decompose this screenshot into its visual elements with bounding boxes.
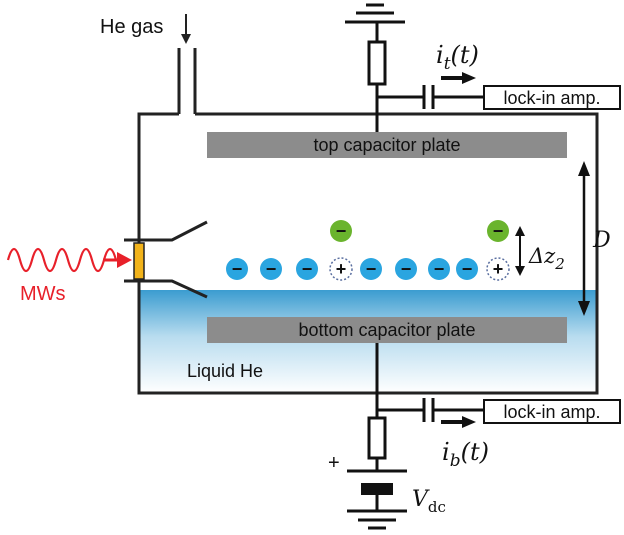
svg-text:−: − — [336, 221, 347, 241]
surface-electron-7: − — [456, 258, 478, 280]
surface-electron-2: − — [296, 258, 318, 280]
svg-text:−: − — [366, 259, 377, 279]
svg-text:−: − — [232, 259, 243, 279]
surface-electron-4: − — [360, 258, 382, 280]
he-gas-label: He gas — [100, 16, 163, 38]
bottom-resistor — [367, 416, 387, 460]
bottom-plate-label: bottom capacitor plate — [298, 320, 475, 340]
delta-z-arrowhead-down — [515, 266, 525, 276]
bottom-capacitor-plate — [207, 317, 567, 343]
svg-text:−: − — [266, 259, 277, 279]
microwave-wave — [6, 247, 118, 273]
top-current-arrowhead — [462, 72, 476, 84]
top-plate-label: top capacitor plate — [313, 135, 460, 155]
top-lockin-box — [483, 85, 621, 110]
top-resistor — [367, 40, 387, 86]
surface-electron-5: − — [395, 258, 417, 280]
microwave-window — [133, 242, 145, 280]
delta-z-arrowhead-up — [515, 226, 525, 236]
distance-arrowhead-up — [578, 161, 590, 176]
vdc-label: Vdc — [412, 487, 446, 516]
svg-text:−: − — [302, 259, 313, 279]
distance-arrowhead-down — [578, 301, 590, 316]
bottom-lockin-label: lock-in amp. — [503, 402, 600, 422]
top-current-label: it(t) — [436, 41, 479, 74]
microwave-arrowhead — [117, 252, 132, 268]
excited-charges: −− — [330, 220, 509, 242]
top-capacitor-plate — [207, 132, 567, 158]
surface-electron-6: − — [428, 258, 450, 280]
svg-text:−: − — [434, 259, 445, 279]
svg-text:−: − — [462, 259, 473, 279]
bottom-current-label: ib(t) — [442, 438, 489, 471]
svg-text:−: − — [401, 259, 412, 279]
svg-text:−: − — [493, 221, 504, 241]
surface-ion-3: + — [329, 257, 353, 281]
svg-text:+: + — [493, 259, 504, 279]
surface-electron-0: − — [226, 258, 248, 280]
surface-charges: −−−+−−−−+ — [226, 257, 510, 281]
top-lockin-label: lock-in amp. — [503, 88, 600, 108]
excited-electron-0: − — [330, 220, 352, 242]
he-gas-arrowhead — [181, 34, 191, 44]
surface-electron-1: − — [260, 258, 282, 280]
cell-wall — [137, 112, 599, 395]
distance-label: D — [592, 228, 611, 253]
delta-z-label: Δz2 — [528, 244, 565, 273]
microwave-horn — [124, 220, 208, 299]
dc-source-short-plate — [361, 483, 393, 495]
mws-label: MWs — [20, 283, 66, 305]
bottom-lockin-box — [483, 399, 621, 424]
bottom-current-arrowhead — [462, 416, 476, 428]
dc-plus-label: + — [328, 452, 340, 474]
svg-text:+: + — [336, 259, 347, 279]
liquid-he-label: Liquid He — [187, 361, 263, 381]
surface-ion-8: + — [486, 257, 510, 281]
excited-electron-1: − — [487, 220, 509, 242]
